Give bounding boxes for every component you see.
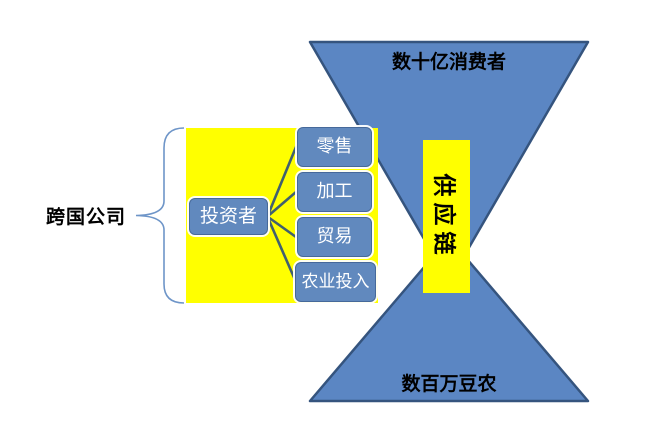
supply-chain-label: 供应链 bbox=[430, 173, 457, 260]
supply-chain-bar: 供应链 bbox=[423, 140, 470, 293]
processing-box: 加工 bbox=[297, 172, 372, 212]
multinational-companies-label: 跨国公司 bbox=[46, 206, 127, 228]
trade-box-label: 贸易 bbox=[316, 226, 353, 247]
left-curly-brace bbox=[135, 127, 185, 304]
retail-box: 零售 bbox=[297, 127, 372, 167]
trade-box: 贸易 bbox=[297, 217, 372, 257]
investors-box-label: 投资者 bbox=[199, 205, 257, 227]
investors-box: 投资者 bbox=[189, 198, 268, 235]
agricultural-inputs-box-label: 农业投入 bbox=[301, 271, 370, 292]
farmers-label: 数百万豆农 bbox=[401, 373, 497, 395]
retail-box-label: 零售 bbox=[316, 136, 353, 157]
agricultural-inputs-box: 农业投入 bbox=[295, 262, 376, 302]
processing-box-label: 加工 bbox=[316, 181, 353, 202]
consumers-label: 数十亿消费者 bbox=[391, 51, 506, 73]
